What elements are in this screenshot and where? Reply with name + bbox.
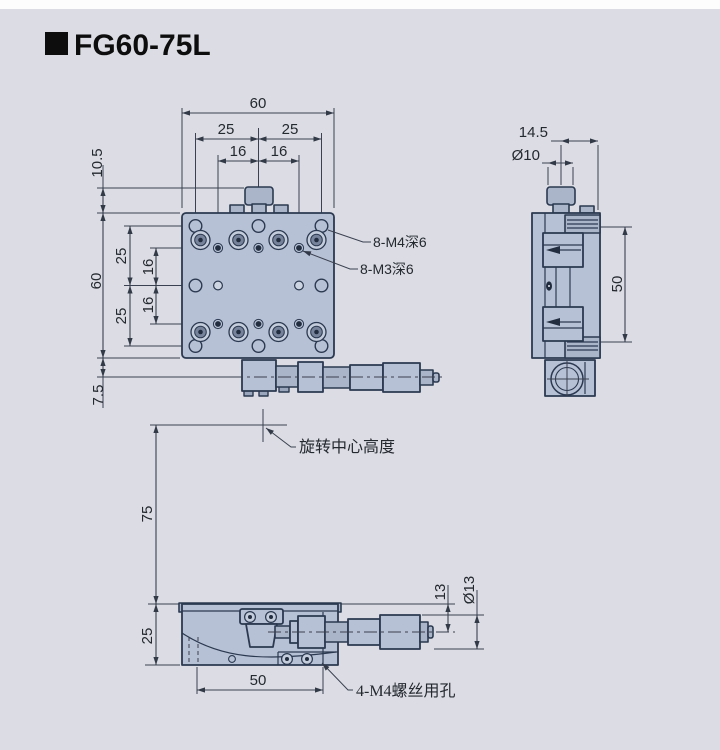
- title: FG60-75L: [45, 29, 211, 62]
- micrometer-top-view: [230, 359, 445, 397]
- dim-top-width-left: 25: [218, 121, 235, 138]
- lock-knob-top: [244, 186, 274, 206]
- dim-top-to-axis: 13: [432, 584, 449, 601]
- dim-top-inner-left: 16: [230, 143, 247, 160]
- label-rotation-center: 旋转中心高度: [299, 438, 395, 456]
- dim-row-inner-lower: 16: [140, 297, 157, 314]
- dim-row-inner-upper: 16: [140, 259, 157, 276]
- front-screw: [244, 610, 256, 624]
- dim-height-to-center: 75: [139, 506, 156, 523]
- dim-hole-span: 50: [250, 672, 267, 689]
- top-white-strip: [0, 0, 720, 9]
- title-marker: [45, 32, 68, 55]
- side-view: 14.5 Ø10 50: [512, 124, 632, 397]
- dim-row-upper: 25: [113, 248, 130, 265]
- dim-knob-to-edge: 14.5: [519, 124, 548, 141]
- top-view: 8-M4深6 8-M3深6 60 25 25 16 16 10.5 60 7.5…: [88, 95, 445, 408]
- micrometer-front-view: [268, 614, 455, 650]
- label-screw-holes: 4-M4螺丝用孔: [356, 682, 456, 700]
- dim-height-total: 60: [88, 273, 105, 290]
- front-view: 旋转中心高度 75: [139, 409, 484, 700]
- micrometer-end-view: [544, 359, 596, 397]
- dim-base-height: 25: [139, 628, 156, 645]
- dim-axis-offset: 7.5: [90, 385, 107, 406]
- lock-knob-side: [546, 186, 576, 206]
- cap-screw-hole: [190, 229, 211, 251]
- dim-barrel-diameter: Ø13: [461, 576, 478, 604]
- dim-row-lower: 25: [113, 308, 130, 325]
- label-m3-holes: 8-M3深6: [360, 261, 414, 277]
- dim-top-width-total: 60: [250, 95, 267, 112]
- page-title: FG60-75L: [74, 29, 211, 62]
- dim-slot-span: 50: [609, 276, 626, 293]
- dim-knob-height: 10.5: [89, 148, 106, 177]
- dim-knob-diameter: Ø10: [512, 147, 540, 164]
- dim-top-inner-right: 16: [271, 143, 288, 160]
- label-m4-holes: 8-M4深6: [373, 234, 427, 250]
- dim-top-width-right: 25: [282, 121, 299, 138]
